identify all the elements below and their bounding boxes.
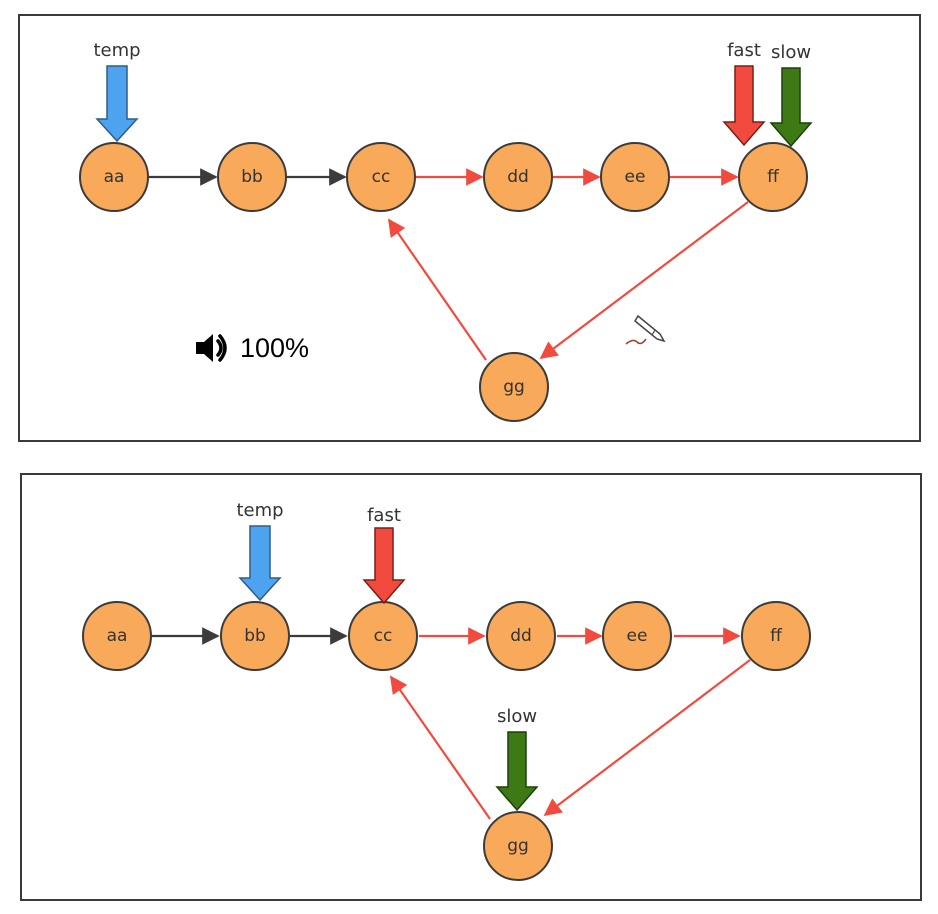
green-arrow-icon (769, 67, 813, 148)
pencil-scribble (625, 338, 647, 345)
fast-pointer: fast (722, 40, 766, 147)
node-dd: dd (483, 142, 553, 212)
edge-ff-gg (539, 201, 749, 360)
edge-ff-gg (543, 659, 751, 817)
node-gg-label: gg (503, 377, 525, 397)
node-dd-circle (483, 142, 553, 212)
fast-pointer: fast (362, 505, 406, 605)
node-ff-circle (738, 142, 808, 212)
node-ee-circle (602, 601, 672, 671)
node-cc: cc (346, 142, 416, 212)
edge-gg-cc (387, 218, 487, 361)
node-bb-label: bb (244, 626, 266, 646)
blue-arrow-icon (238, 525, 282, 602)
slow-pointer-label: slow (497, 706, 537, 727)
node-bb-circle (220, 601, 290, 671)
green-arrow-icon (495, 731, 539, 812)
bottom-diagram: aa bb cc dd ee ff gg temp (82, 500, 811, 881)
top-diagram-panel (18, 14, 921, 442)
bottom-diagram-panel (20, 473, 922, 901)
node-dd-label: dd (510, 626, 532, 646)
node-dd: dd (486, 601, 556, 671)
node-cc: cc (348, 601, 418, 671)
pencil-icon (634, 314, 666, 343)
slow-pointer: slow (495, 706, 539, 812)
node-aa: aa (79, 142, 149, 212)
node-aa-circle (82, 601, 152, 671)
fast-pointer-label: fast (367, 505, 401, 526)
node-bb-circle (217, 142, 287, 212)
node-ff-label: ff (767, 167, 780, 187)
node-bb-label: bb (241, 167, 263, 187)
node-gg-circle (479, 352, 549, 422)
node-ee-label: ee (627, 626, 648, 646)
node-ff-label: ff (770, 626, 783, 646)
node-cc-circle (346, 142, 416, 212)
temp-pointer: temp (93, 40, 141, 143)
edge-gg-cc (389, 675, 491, 820)
node-bb: bb (217, 142, 287, 212)
volume-indicator: 100% (194, 331, 309, 365)
slow-pointer-label: slow (771, 42, 811, 63)
node-bb: bb (220, 601, 290, 671)
node-gg-circle (483, 811, 553, 881)
node-aa-circle (79, 142, 149, 212)
volume-level-text: 100% (240, 332, 310, 363)
temp-pointer: temp (236, 500, 284, 602)
node-dd-circle (486, 601, 556, 671)
red-arrow-icon (362, 527, 406, 605)
temp-pointer-label: temp (236, 500, 283, 521)
temp-pointer-label: temp (93, 40, 140, 61)
node-ee: ee (600, 142, 670, 212)
node-ee-circle (600, 142, 670, 212)
node-ff-circle (741, 601, 811, 671)
red-arrow-icon (722, 65, 766, 147)
node-cc-label: cc (372, 167, 391, 187)
node-cc-label: cc (374, 626, 393, 646)
node-aa-label: aa (107, 626, 128, 646)
node-aa: aa (82, 601, 152, 671)
node-dd-label: dd (507, 167, 529, 187)
slow-pointer: slow (769, 42, 813, 148)
speaker-icon (196, 334, 227, 362)
node-gg-label: gg (507, 836, 529, 856)
top-diagram: aa bb cc dd ee ff gg temp (79, 40, 813, 422)
node-ee: ee (602, 601, 672, 671)
node-ee-label: ee (625, 167, 646, 187)
fast-pointer-label: fast (727, 40, 761, 61)
node-gg: gg (483, 811, 553, 881)
node-aa-label: aa (104, 167, 125, 187)
node-ff: ff (741, 601, 811, 671)
blue-arrow-icon (95, 65, 139, 143)
node-gg: gg (479, 352, 549, 422)
node-ff: ff (738, 142, 808, 212)
